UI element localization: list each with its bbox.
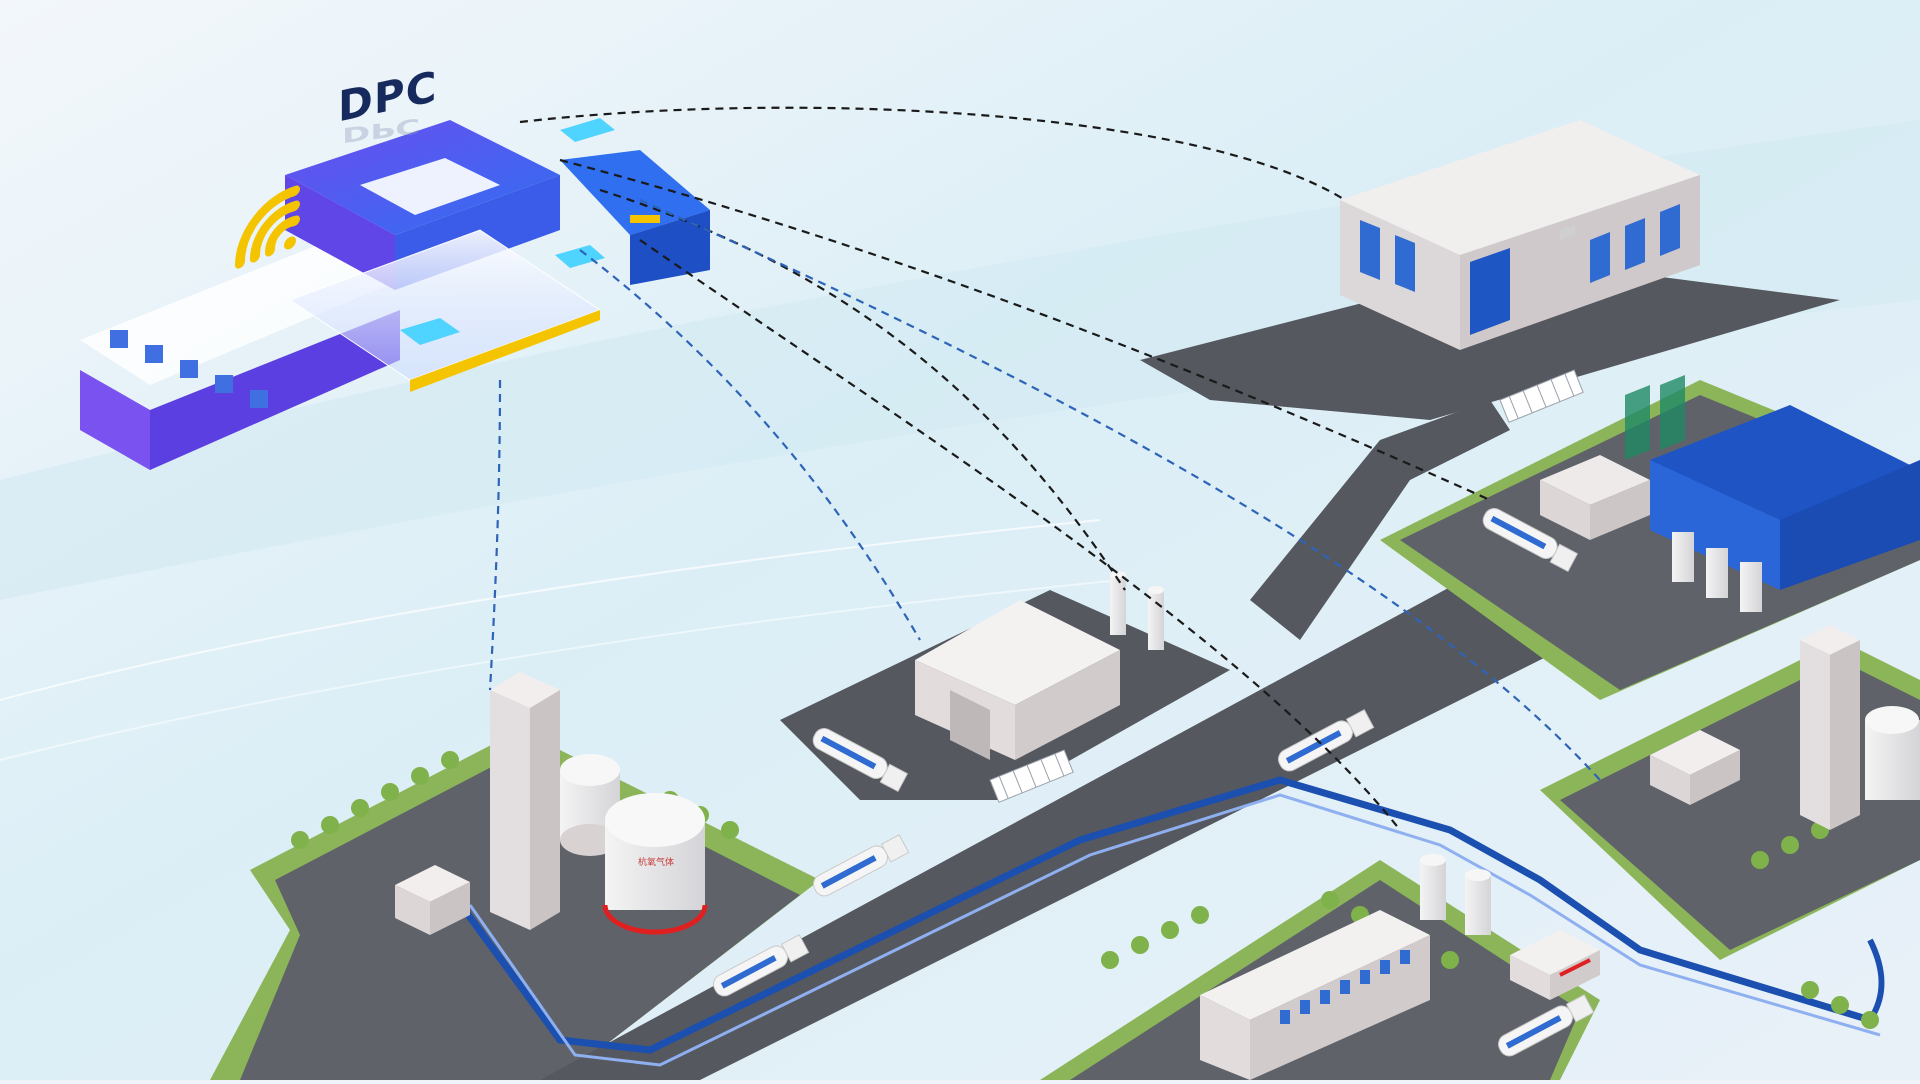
tanker-truck bbox=[1482, 508, 1579, 573]
svg-text:杭氧气体: 杭氧气体 bbox=[638, 856, 674, 868]
hub-left-wing bbox=[80, 370, 150, 470]
pipeline-end bbox=[1867, 938, 1885, 1022]
wave-line bbox=[0, 579, 1121, 761]
chip-icon bbox=[560, 118, 615, 142]
wave-line bbox=[0, 519, 1101, 701]
link-air-separation bbox=[488, 379, 502, 691]
main-road bbox=[540, 560, 1620, 1080]
tanker-truck bbox=[812, 728, 909, 793]
production-plant bbox=[1540, 375, 1920, 612]
link-office bbox=[639, 239, 1401, 831]
cylinder-trailer bbox=[989, 749, 1074, 803]
link-depot bbox=[599, 188, 1126, 591]
pipeline-secondary bbox=[468, 793, 1881, 1067]
pipeline-main bbox=[447, 776, 1872, 1054]
hub-side-module-face bbox=[630, 210, 710, 285]
connector-road bbox=[1250, 400, 1510, 640]
hub-yellow-edge bbox=[410, 310, 600, 392]
dpc-hub bbox=[80, 118, 710, 470]
link-warehouse bbox=[519, 106, 1346, 201]
link-gas-plant bbox=[639, 198, 1601, 781]
tanker-truck bbox=[813, 834, 910, 897]
tanker-truck bbox=[1498, 994, 1595, 1057]
chip-icon bbox=[400, 318, 460, 345]
warehouse-building bbox=[1340, 120, 1700, 350]
chip-icon bbox=[555, 245, 605, 268]
hub-yellow-strip bbox=[630, 215, 660, 223]
tanker-truck bbox=[1278, 709, 1375, 772]
server-rack-icon bbox=[110, 330, 268, 408]
office-building bbox=[1200, 854, 1600, 1080]
hub-ring-center bbox=[360, 158, 500, 215]
connection-lines bbox=[488, 106, 1601, 831]
hub-left-wing-side bbox=[150, 310, 400, 470]
gas-plant-right bbox=[1650, 625, 1920, 830]
cylinder-trailer bbox=[1499, 369, 1584, 423]
air-separation-plant: 杭氧气体 bbox=[395, 672, 708, 935]
tanker-truck bbox=[713, 934, 810, 997]
warehouse-lot bbox=[1140, 260, 1840, 420]
link-production bbox=[559, 158, 1491, 502]
depot-building bbox=[915, 571, 1164, 760]
link-depot-blue bbox=[579, 249, 921, 641]
hub-ring-left bbox=[285, 175, 395, 290]
wifi-icon bbox=[234, 185, 300, 269]
